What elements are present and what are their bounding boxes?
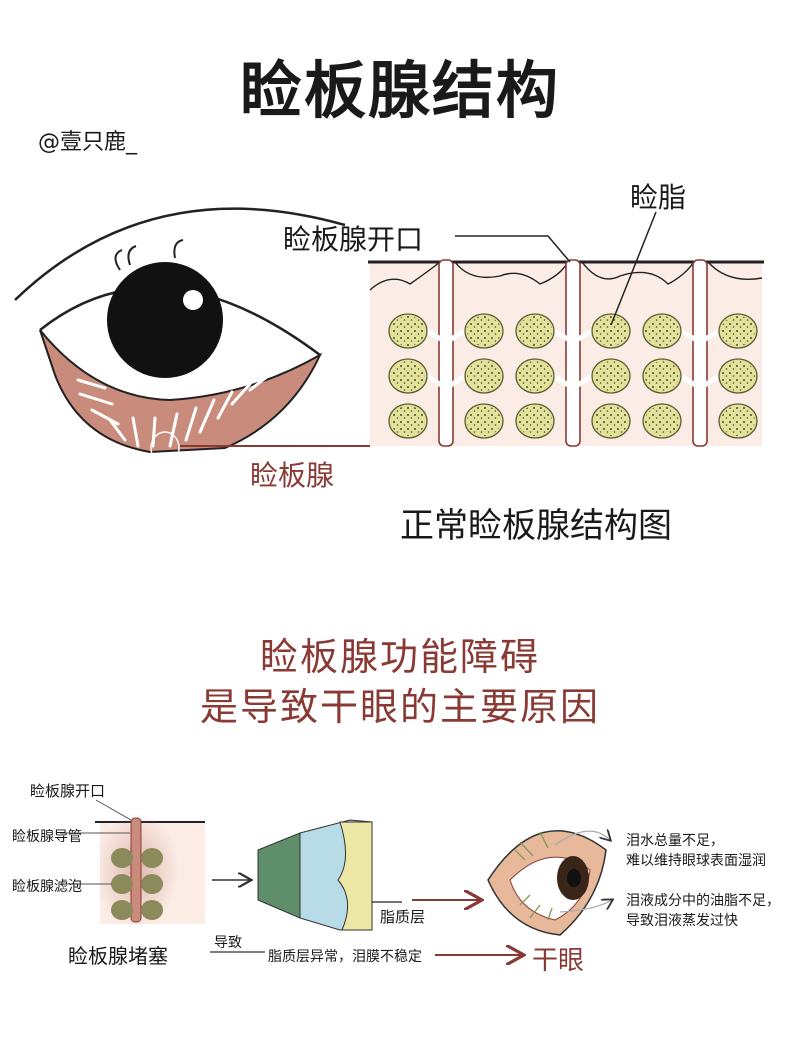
note2-line1: 泪液成分中的油脂不足，	[626, 893, 780, 909]
note2-line2: 导致泪液蒸发过快	[626, 913, 738, 929]
gland-opening-label: 睑板腺开口	[283, 223, 424, 256]
abnormal-label: 脂质层异常，泪膜不稳定	[268, 949, 422, 965]
headline-line1: 睑板腺功能障碍	[259, 635, 540, 679]
structure-caption: 正常睑板腺结构图	[400, 506, 672, 546]
dry-eye-label: 干眼	[532, 946, 585, 976]
lipid-layer-label: 脂质层	[380, 908, 426, 926]
lipid-label: 睑脂	[630, 181, 687, 214]
eye-illustration	[14, 207, 370, 465]
blocked-gland-illustration	[60, 799, 205, 928]
headline-line2: 是导致干眼的主要原因	[199, 685, 600, 729]
lipid-leader-line	[610, 211, 657, 326]
note1-line2: 难以维持眼球表面湿润	[626, 853, 766, 869]
duct-label: 睑板腺导管	[12, 829, 82, 845]
page-title: 睑板腺结构	[239, 54, 560, 127]
note1-line1: 泪水总量不足，	[626, 833, 724, 849]
gland-label: 睑板腺	[250, 459, 335, 492]
opening-leader-line	[455, 235, 571, 263]
blockage-label: 睑板腺堵塞	[68, 944, 168, 968]
author-handle: @壹只鹿_	[38, 130, 138, 155]
leads-to-label: 导致	[214, 935, 242, 951]
tear-film-illustration	[257, 819, 402, 931]
acinus-label: 睑板腺滤泡	[12, 879, 82, 895]
gland-cross-section	[368, 211, 764, 447]
dry-eye-illustration	[487, 831, 612, 936]
bottom-opening-label: 睑板腺开口	[30, 782, 106, 800]
